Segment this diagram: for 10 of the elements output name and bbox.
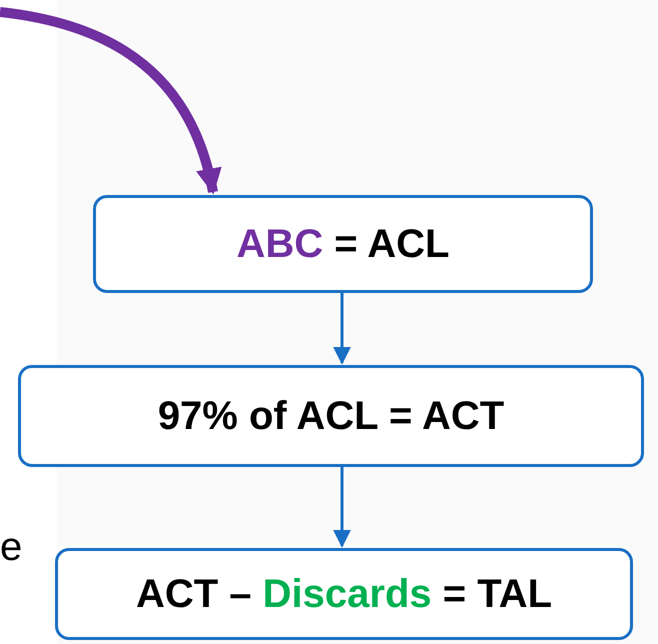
arrow [333,293,351,365]
formula-text: 97% of ACL = ACT [158,393,504,440]
formula-text: ACT – Discards = TAL [136,571,552,618]
arrow [0,7,220,195]
process-box [55,548,633,640]
formula-text: ABC = ACL [236,221,450,268]
process-box [93,195,593,293]
process-box [18,365,644,467]
cut-off-text: e [0,527,22,567]
arrow [333,467,351,548]
